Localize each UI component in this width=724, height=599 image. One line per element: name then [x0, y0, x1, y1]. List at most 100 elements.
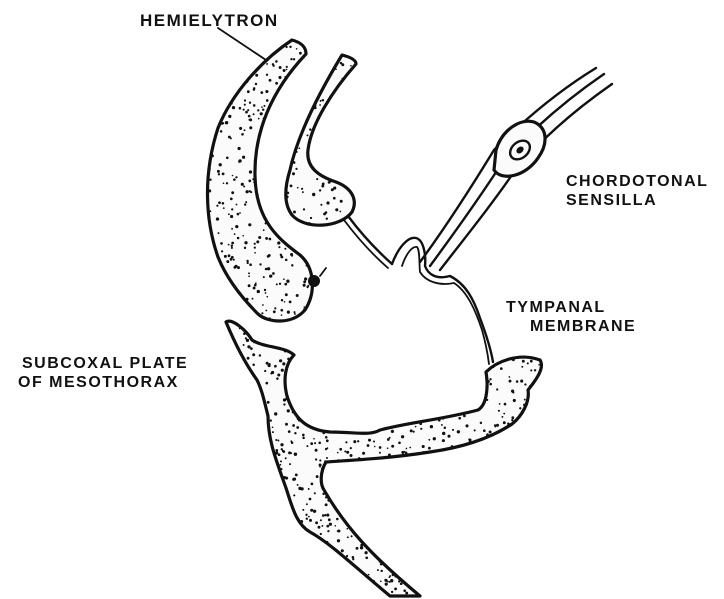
- stipple-dot: [265, 292, 267, 294]
- stipple-dot: [263, 276, 265, 278]
- stipple-dot: [274, 412, 277, 415]
- stipple-dot: [339, 219, 341, 221]
- stipple-dot: [400, 425, 402, 427]
- connecting-membrane: [348, 216, 392, 264]
- stipple-dot: [273, 310, 276, 313]
- stipple-dot: [301, 188, 303, 190]
- stipple-dot: [279, 359, 282, 362]
- stipple-dot: [513, 399, 516, 402]
- stipple-dot: [244, 247, 246, 249]
- stipple-dot: [496, 388, 498, 390]
- stipple-dot: [279, 283, 281, 285]
- stipple-dot: [291, 255, 293, 257]
- stipple-dot: [218, 201, 221, 204]
- stipple-dot: [246, 81, 248, 83]
- stipple-dot: [278, 453, 281, 456]
- stipple-dot: [280, 468, 282, 470]
- stipple-dot: [329, 544, 331, 546]
- stipple-dot: [308, 516, 310, 518]
- stipple-dot: [422, 451, 425, 454]
- stipple-dot: [222, 202, 225, 205]
- stipple-dot: [252, 298, 254, 300]
- stipple-dot: [249, 170, 252, 173]
- stipple-dot: [350, 454, 353, 457]
- stipple-dot: [269, 363, 271, 365]
- stipple-dot: [487, 380, 490, 383]
- stipple-dot: [287, 192, 290, 195]
- stipple-dot: [316, 178, 318, 180]
- stipple-dot: [329, 523, 332, 526]
- stipple-dot: [520, 380, 523, 383]
- stipple-dot: [278, 76, 281, 79]
- stipple-dot: [430, 425, 433, 428]
- stipple-dot: [530, 360, 533, 363]
- stipple-dot: [250, 347, 253, 350]
- hemielytron-label-text: HEMIELYTRON: [140, 11, 279, 30]
- stipple-dot: [209, 179, 211, 181]
- tympanal-label-line1: TYMPANAL: [506, 298, 636, 317]
- stipple-dot: [232, 175, 234, 177]
- stipple-dot: [503, 421, 506, 424]
- stipple-dot: [523, 404, 526, 407]
- stipple-dot: [306, 503, 308, 505]
- stipple-dot: [495, 426, 497, 428]
- stipple-dot: [347, 536, 349, 538]
- stipple-dot: [216, 205, 218, 207]
- stipple-dot: [348, 526, 350, 528]
- stipple-dot: [530, 369, 532, 371]
- stipple-dot: [284, 301, 286, 303]
- stipple-dot: [275, 82, 278, 85]
- stipple-dot: [322, 432, 325, 435]
- stipple-dot: [309, 519, 312, 522]
- stipple-dot: [272, 431, 274, 433]
- stipple-dot: [300, 520, 303, 523]
- stipple-dot: [253, 340, 256, 343]
- stipple-dot: [280, 464, 282, 466]
- stipple-dot: [457, 430, 460, 433]
- stipple-dot: [380, 563, 383, 566]
- stipple-dot: [340, 62, 342, 64]
- stipple-dot: [480, 422, 482, 424]
- stipple-dot: [275, 449, 278, 452]
- stipple-dot: [320, 100, 322, 102]
- stipple-dot: [247, 357, 250, 360]
- stipple-dot: [309, 128, 311, 130]
- stipple-dot: [272, 426, 274, 428]
- stipple-dot: [322, 493, 324, 495]
- stipple-dot: [296, 426, 299, 429]
- stipple-dot: [247, 109, 249, 111]
- stipple-dot: [282, 362, 285, 365]
- stipple-dot: [283, 69, 286, 72]
- stipple-dot: [379, 560, 381, 562]
- stipple-dot: [231, 208, 233, 210]
- stipple-dot: [285, 423, 288, 426]
- stipple-dot: [233, 259, 235, 261]
- stipple-dot: [302, 434, 305, 437]
- stipple-dot: [310, 442, 313, 445]
- stipple-dot: [303, 308, 305, 310]
- stipple-dot: [374, 446, 376, 448]
- stipple-dot: [319, 104, 321, 106]
- stipple-dot: [362, 452, 365, 455]
- stipple-dot: [294, 313, 296, 315]
- stipple-dot: [226, 157, 229, 160]
- stipple-dot: [489, 383, 492, 386]
- stipple-dot: [228, 254, 231, 257]
- stipple-dot: [365, 551, 368, 554]
- stipple-dot: [230, 198, 233, 201]
- stipple-dot: [281, 299, 283, 301]
- stipple-dot: [254, 284, 257, 287]
- stipple-dot: [269, 274, 272, 277]
- stipple-dot: [321, 467, 324, 470]
- stipple-dot: [306, 264, 308, 266]
- stipple-dot: [295, 474, 297, 476]
- stipple-dot: [281, 314, 283, 316]
- stipple-dot: [230, 215, 233, 218]
- stipple-dot: [254, 243, 256, 245]
- stipple-dot: [296, 48, 298, 50]
- stipple-dot: [509, 376, 511, 378]
- stipple-dot: [293, 478, 296, 481]
- stipple-dot: [260, 112, 263, 115]
- stipple-dot: [285, 397, 288, 400]
- stipple-dot: [291, 441, 294, 444]
